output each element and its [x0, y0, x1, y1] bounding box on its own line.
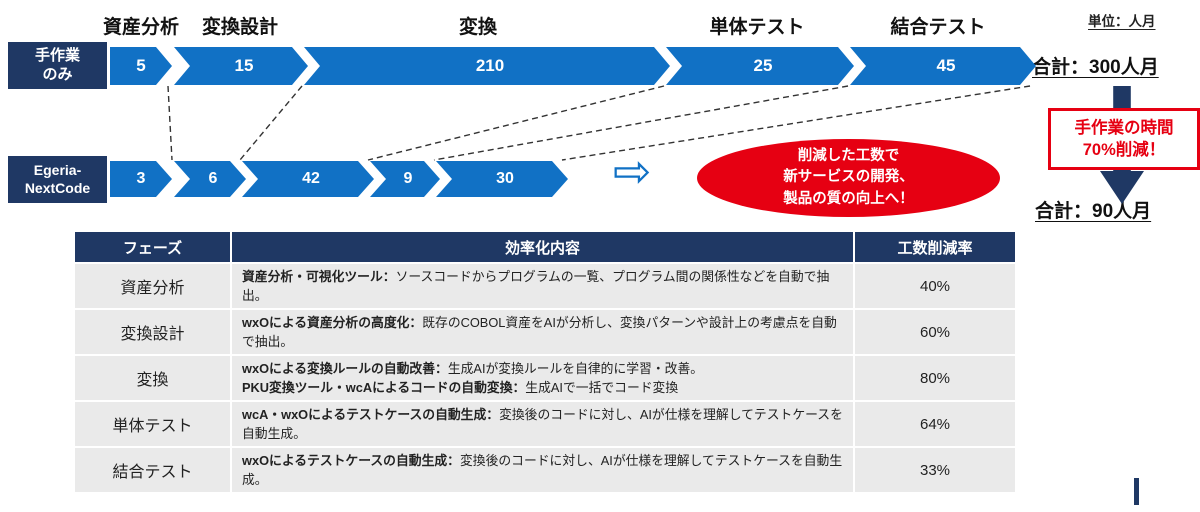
table-row-content: wxOによる資産分析の高度化：既存のCOBOL資産をAIが分析し、変換パターンや…	[232, 310, 853, 354]
egeria-total: 合計：90人月	[1035, 201, 1152, 222]
segment-text: 生成AIで一括でコード変換	[525, 380, 679, 395]
manual-row-label: 手作業 のみ	[8, 42, 107, 89]
table-row-rate: 33%	[855, 448, 1015, 492]
content-segment: 資産分析・可視化ツール：ソースコードからプログラムの一覧、プログラム間の関係性な…	[242, 267, 843, 305]
phase-label-asset-analysis: 資産分析	[102, 17, 180, 38]
manual-chevron-asset-analysis: 5	[110, 47, 172, 85]
right-arrow-icon: ⇨	[613, 145, 652, 197]
segment-text: 変換後のコードに対し、AIが仕様を理解してテストケースを自動生成。	[242, 452, 843, 487]
manual-chevron-conversion-design: 15	[174, 47, 308, 85]
table-header-content: 効率化内容	[232, 232, 853, 262]
table-row-content: wxOによるテストケースの自動生成：変換後のコードに対し、AIが仕様を理解してテ…	[232, 448, 853, 492]
content-segment: wxOによる変換ルールの自動改善：生成AIが変換ルールを自律的に学習・改善。	[242, 359, 843, 378]
unit-label: 単位：人月	[1088, 14, 1156, 29]
egeria-chevron-unit-test: 9	[370, 161, 440, 197]
egeria-chevron-integration-test: 30	[436, 161, 568, 197]
table-row-phase: 資産分析	[75, 264, 230, 308]
egeria-row-label-line2: NextCode	[24, 179, 91, 196]
segment-text: ソースコードからプログラムの一覧、プログラム間の関係性などを自動で抽出。	[242, 268, 830, 303]
egeria-chevron-asset-analysis: 3	[110, 161, 172, 197]
phase-label-unit-test: 単体テスト	[709, 17, 805, 38]
content-segment: wxOによる資産分析の高度化：既存のCOBOL資産をAIが分析し、変換パターンや…	[242, 313, 843, 351]
table-row-content: wxOによる変換ルールの自動改善：生成AIが変換ルールを自律的に学習・改善。 P…	[232, 356, 853, 400]
reduction-highlight-line1: 手作業の時間	[1074, 118, 1174, 137]
table-header-rate: 工数削減率	[855, 232, 1015, 262]
efficiency-table: フェーズ 効率化内容 工数削減率 資産分析 資産分析・可視化ツール：ソースコード…	[75, 232, 1015, 492]
benefit-callout-line3: 製品の質の向上へ！	[783, 190, 914, 207]
table-row-content: wcA・wxOによるテストケースの自動生成：変換後のコードに対し、AIが仕様を理…	[232, 402, 853, 446]
segment-bold: wcA・wxOによるテストケースの自動生成：	[242, 406, 500, 422]
phase-label-conversion-design: 変換設計	[201, 17, 279, 38]
segment-bold: wxOによる変換ルールの自動改善：	[242, 360, 448, 376]
manual-chevron-unit-test: 25	[666, 47, 854, 85]
table-row-phase: 単体テスト	[75, 402, 230, 446]
egeria-chevron-conversion: 42	[242, 161, 374, 197]
reduction-highlight-line2: 70%削減！	[1082, 141, 1166, 159]
manual-chevron-integration-test: 45	[850, 47, 1036, 85]
phase-label-conversion: 変換	[458, 17, 498, 38]
benefit-callout-ellipse: 削減した工数で 新サービスの開発、 製品の質の向上へ！	[697, 139, 1000, 217]
segment-bold: wxOによるテストケースの自動生成：	[242, 452, 460, 468]
table-header-phase: フェーズ	[75, 232, 230, 262]
manual-row-label-line1: 手作業	[34, 46, 80, 64]
table-row-rate: 60%	[855, 310, 1015, 354]
table-row-rate: 40%	[855, 264, 1015, 308]
table-row-phase: 結合テスト	[75, 448, 230, 492]
segment-text: 生成AIが変換ルールを自律的に学習・改善。	[447, 360, 704, 376]
egeria-row-label: Egeria- NextCode	[8, 156, 107, 203]
segment-text: 変換後のコードに対し、AIが仕様を理解してテストケースを自動生成。	[242, 406, 843, 441]
benefit-callout-line2: 新サービスの開発、	[783, 169, 914, 186]
table-row-content: 資産分析・可視化ツール：ソースコードからプログラムの一覧、プログラム間の関係性な…	[232, 264, 853, 308]
manual-chevron-conversion: 210	[304, 47, 670, 85]
manual-total: 合計：300人月	[1032, 57, 1159, 78]
table-row-phase: 変換	[75, 356, 230, 400]
segment-bold: 資産分析・可視化ツール：	[242, 268, 396, 284]
table-row-rate: 80%	[855, 356, 1015, 400]
egeria-chevron-conversion-design: 6	[174, 161, 246, 197]
decoration-bar	[1134, 478, 1139, 505]
table-row-rate: 64%	[855, 402, 1015, 446]
reduction-highlight-box: 手作業の時間 70%削減！	[1048, 108, 1200, 170]
content-segment: wxOによるテストケースの自動生成：変換後のコードに対し、AIが仕様を理解してテ…	[242, 451, 843, 489]
benefit-callout-line1: 削減した工数で	[797, 148, 900, 165]
manual-row-label-line2: のみ	[42, 65, 73, 83]
table-row-phase: 変換設計	[75, 310, 230, 354]
segment-text: 既存のCOBOL資産をAIが分析し、変換パターンや設計上の考慮点を自動で抽出。	[242, 314, 837, 349]
content-segment: PKU変換ツール・wcAによるコードの自動変換：生成AIで一括でコード変換	[242, 378, 843, 397]
segment-bold: PKU変換ツール・wcAによるコードの自動変換：	[242, 380, 526, 395]
phase-label-integration-test: 結合テスト	[890, 17, 986, 38]
content-segment: wcA・wxOによるテストケースの自動生成：変換後のコードに対し、AIが仕様を理…	[242, 405, 843, 443]
segment-bold: wxOによる資産分析の高度化：	[242, 314, 423, 330]
egeria-row-label-line1: Egeria-	[33, 162, 82, 178]
